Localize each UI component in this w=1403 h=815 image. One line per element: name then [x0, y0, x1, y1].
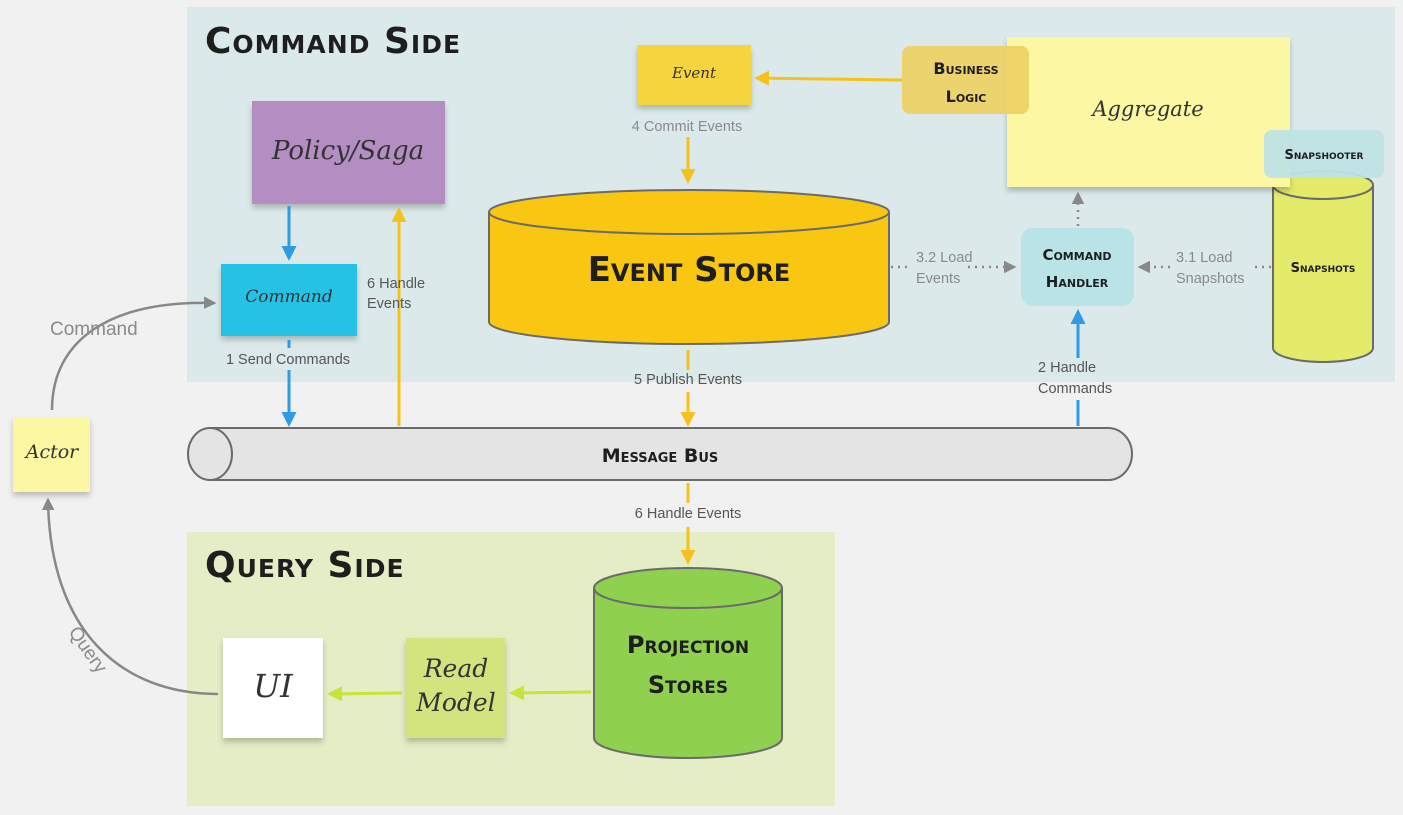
ui-label: UI — [253, 667, 294, 705]
aggregate-note[interactable]: Aggregate — [1007, 37, 1290, 187]
arrow-logic-to-event — [754, 70, 903, 86]
arrow-query-to-actor — [41, 497, 219, 696]
command-handler-line-2: Handler — [1046, 273, 1109, 291]
label-commit-events: 4 Commit Events — [632, 119, 742, 135]
label-handle-events-policy-2: Events — [367, 296, 411, 312]
label-send-commands: 1 Send Commands — [226, 352, 350, 368]
projection-stores-line-2: Stores — [648, 671, 728, 699]
command-side-title: Command Side — [205, 21, 461, 62]
event-store[interactable]: Event Store — [488, 189, 890, 345]
query-side-title: Query Side — [205, 545, 405, 586]
label-handle-commands-2: Commands — [1038, 381, 1112, 397]
label-load-events-1: 3.2 Load — [916, 250, 972, 266]
snapshooter-label: Snapshooter — [1285, 148, 1364, 163]
actor-label: Actor — [24, 441, 80, 463]
business-logic-line-2: Logic — [946, 87, 987, 106]
command-note[interactable]: Command — [221, 264, 357, 336]
snapshots-store[interactable]: Snapshots — [1272, 170, 1374, 363]
policy-saga-label: Policy/Saga — [271, 136, 424, 166]
label-actor-command: Command — [50, 319, 138, 340]
arrow-actor-command — [50, 296, 217, 411]
label-handle-events-query: 6 Handle Events — [635, 506, 741, 522]
read-model-line-1: Read — [423, 654, 489, 683]
label-load-snapshots-1: 3.1 Load — [1176, 250, 1232, 266]
message-bus[interactable]: Message Bus — [187, 427, 1133, 481]
snapshots-label: Snapshots — [1291, 261, 1356, 276]
command-handler-note[interactable]: Command Handler — [1021, 228, 1134, 306]
read-model-line-2: Model — [415, 688, 495, 717]
event-label: Event — [671, 64, 717, 82]
snapshooter-note[interactable]: Snapshooter — [1264, 130, 1384, 178]
message-bus-label: Message Bus — [602, 445, 719, 467]
label-handle-commands-1: 2 Handle — [1038, 360, 1096, 376]
business-logic-note[interactable]: Business Logic — [902, 46, 1029, 114]
label-load-events-2: Events — [916, 271, 960, 287]
actor-note[interactable]: Actor — [13, 417, 90, 492]
label-actor-query: Query — [64, 623, 111, 678]
ui-note[interactable]: UI — [223, 638, 323, 738]
arrow-projection-to-readmodel — [509, 685, 592, 701]
label-publish-events: 5 Publish Events — [634, 372, 742, 388]
projection-stores[interactable]: Projection Stores — [593, 567, 783, 759]
projection-stores-line-1: Projection — [627, 631, 749, 659]
read-model-note[interactable]: Read Model — [406, 638, 505, 738]
label-load-snapshots-2: Snapshots — [1176, 271, 1245, 287]
command-note-label: Command — [245, 287, 333, 307]
business-logic-line-1: Business — [933, 59, 998, 78]
event-note[interactable]: Event — [637, 45, 751, 105]
command-handler-line-1: Command — [1042, 246, 1111, 264]
policy-saga-note[interactable]: Policy/Saga — [252, 101, 445, 204]
aggregate-label: Aggregate — [1090, 97, 1203, 121]
label-handle-events-policy-1: 6 Handle — [367, 276, 425, 292]
arrow-readmodel-to-ui — [327, 686, 403, 702]
event-store-label: Event Store — [588, 250, 791, 290]
